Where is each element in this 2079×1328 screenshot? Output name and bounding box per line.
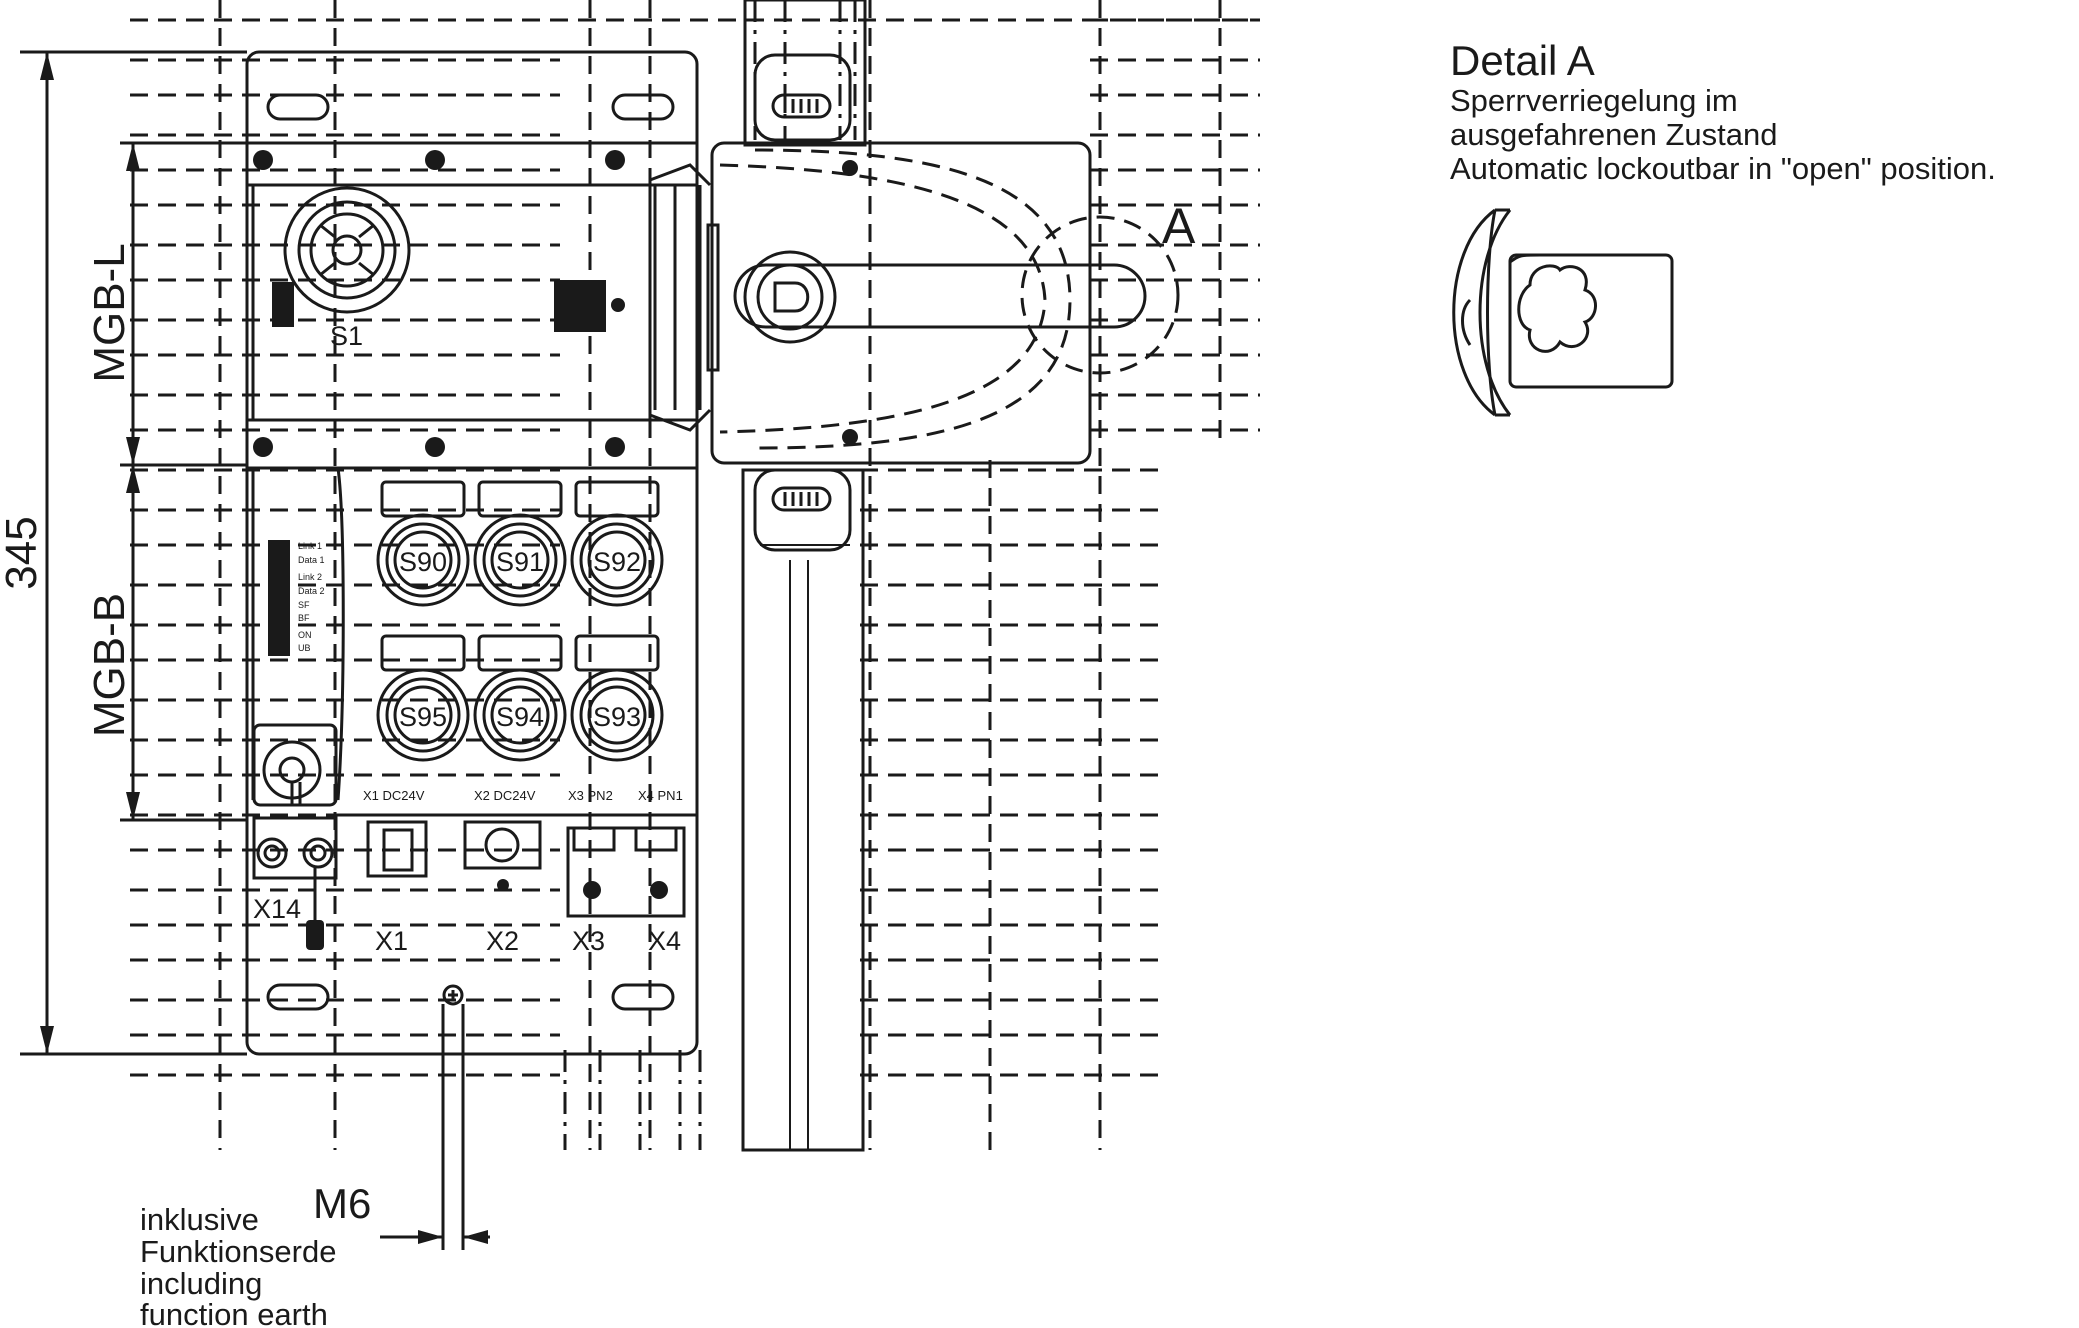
connectors	[338, 813, 697, 1006]
led-panel	[251, 467, 345, 801]
port-label: X2 DC24V	[474, 788, 536, 803]
button-label: S93	[593, 702, 641, 732]
earth-note-line-3: including	[140, 1266, 262, 1301]
emergency-stop-s1	[272, 186, 625, 332]
led-label: SF	[298, 600, 310, 610]
led-label: BF	[298, 613, 310, 623]
key-and-earth-terminals	[252, 723, 338, 950]
earth-note-line-2: Funktionserde	[140, 1234, 336, 1269]
background-dashed-grid	[130, 0, 1260, 1150]
button-label: S92	[593, 547, 641, 577]
lock-module	[649, 141, 1180, 465]
button-array	[376, 480, 664, 762]
led-label: Data 2	[298, 586, 325, 596]
button-label: S95	[399, 702, 447, 732]
label-x1: X1	[375, 926, 408, 956]
detail-line-2: ausgefahrenen Zustand	[1450, 117, 1777, 152]
led-label: UB	[298, 643, 311, 653]
button-label: S91	[496, 547, 544, 577]
led-label: Link 2	[298, 572, 322, 582]
dimension-lines	[20, 50, 247, 1056]
detail-line-1: Sperrverriegelung im	[1450, 83, 1738, 118]
port-label: X3 PN2	[568, 788, 613, 803]
label-s1: S1	[330, 321, 363, 351]
button-label: S90	[399, 547, 447, 577]
led-label: Link 1	[298, 541, 322, 551]
port-label: X1 DC24V	[363, 788, 425, 803]
detail-title: Detail A	[1450, 37, 1595, 84]
callout-a: A	[1162, 198, 1196, 254]
dimension-overall: 345	[0, 516, 46, 589]
detail-line-3: Automatic lockoutbar in "open" position.	[1450, 151, 1996, 186]
port-label: X4 PN1	[638, 788, 683, 803]
handle-rail	[741, 0, 867, 1152]
earth-note-line-1: inklusive	[140, 1202, 259, 1237]
dimension-thread: M6	[313, 1180, 371, 1227]
earth-stud-leader	[380, 1004, 490, 1250]
button-label: S94	[496, 702, 544, 732]
led-label: Data 1	[298, 555, 325, 565]
label-x2: X2	[486, 926, 519, 956]
earth-note-line-4: function earth	[140, 1297, 328, 1328]
led-label: ON	[298, 630, 312, 640]
housing	[245, 50, 699, 1056]
detail-a-drawing	[1452, 208, 1674, 417]
label-x3: X3	[572, 926, 605, 956]
dimension-mgb-b: MGB-B	[85, 593, 134, 737]
label-x14: X14	[253, 894, 301, 924]
label-x4: X4	[648, 926, 681, 956]
dimension-mgb-l: MGB-L	[85, 243, 134, 382]
